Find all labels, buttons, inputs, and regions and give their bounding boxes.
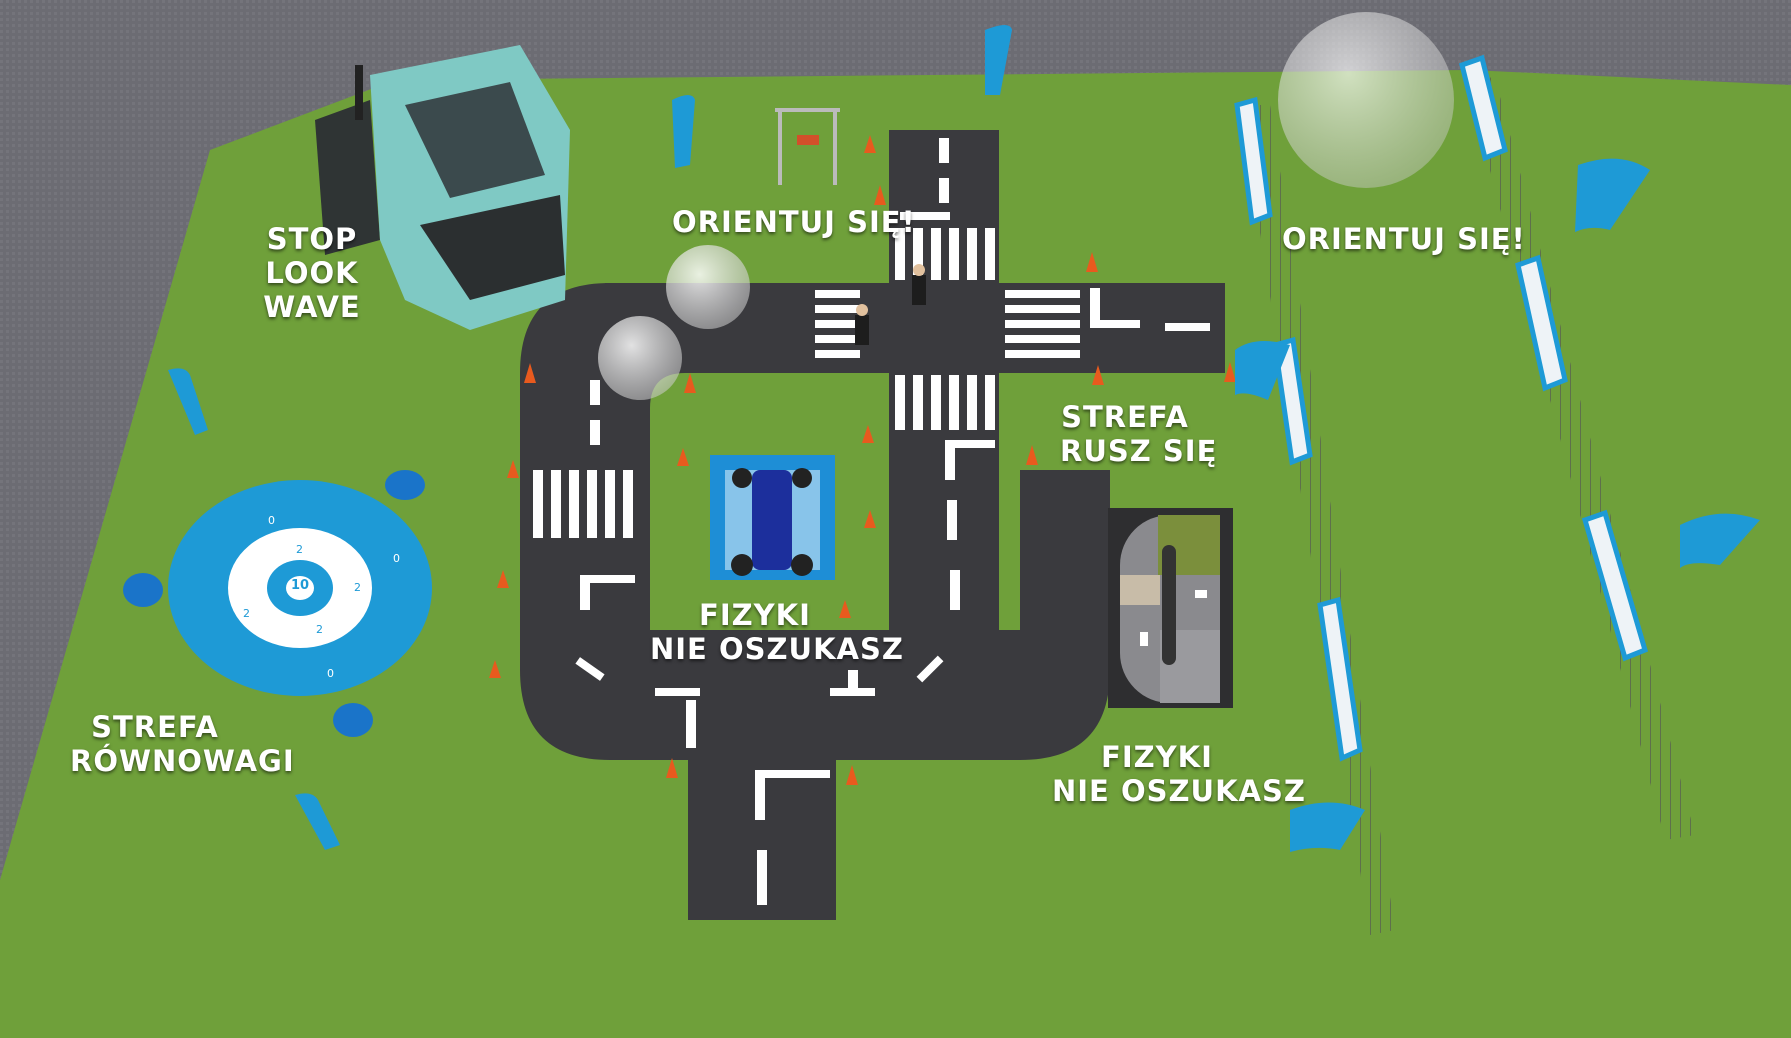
zone-label-line: FIZYKI — [1101, 740, 1213, 774]
balance-mat-number: 0 — [393, 552, 400, 565]
zone-label-line: NIE OSZUKASZ — [1052, 774, 1306, 808]
zone-label-orientuj-right: ORIENTUJ SIĘ! — [1282, 222, 1526, 256]
zone-label-line: STREFA — [1061, 400, 1189, 434]
truck — [315, 45, 570, 330]
zone-label-rusz-sie: STREFA RUSZ SIĘ — [1060, 400, 1218, 468]
balance-mat-number: 0 — [268, 514, 275, 527]
zone-label-line: RUSZ SIĘ — [1060, 434, 1218, 468]
zone-label-fizyki-right: FIZYKI NIE OSZUKASZ — [1052, 740, 1306, 808]
balance-mat-number: 0 — [327, 667, 334, 680]
traffic-light-gate — [775, 108, 840, 185]
balance-mat-number: 2 — [243, 607, 250, 620]
zone-label-line: ORIENTUJ SIĘ! — [672, 205, 916, 239]
zone-label-fizyki-center: FIZYKI NIE OSZUKASZ — [650, 598, 904, 666]
zone-label-orientuj-left: ORIENTUJ SIĘ! — [672, 205, 916, 239]
zone-label-line: WAVE — [263, 290, 361, 324]
zone-label-line: ORIENTUJ SIĘ! — [1282, 222, 1526, 256]
zone-label-rownowagi: STREFA RÓWNOWAGI — [70, 710, 295, 778]
pedestrians — [855, 264, 926, 345]
zone-label-line: FIZYKI — [699, 598, 811, 632]
banner-walls — [1234, 54, 1649, 762]
balance-mat-center-number: 10 — [290, 578, 310, 593]
traffic-cones — [489, 135, 1236, 785]
go-kart-display — [710, 455, 835, 580]
bubble-ball — [666, 245, 750, 329]
zone-label-line: STREFA — [91, 710, 219, 744]
balance-mat-number: 2 — [316, 623, 323, 636]
slot-car-track — [1108, 508, 1233, 708]
zone-label-line: RÓWNOWAGI — [70, 744, 295, 778]
balance-mat-number: 2 — [354, 581, 361, 594]
zone-label-line: NIE OSZUKASZ — [650, 632, 904, 666]
balance-mat — [123, 470, 432, 737]
bubble-ball — [598, 316, 682, 400]
zone-label-stop-look-wave: STOP LOOK WAVE — [262, 222, 362, 324]
zone-label-line: STOP — [266, 222, 358, 256]
balance-mat-number: 2 — [296, 543, 303, 556]
large-zorb-ball — [1278, 12, 1454, 188]
beach-flags — [168, 25, 1760, 852]
road-markings — [533, 138, 1210, 905]
zone-label-line: LOOK — [265, 256, 359, 290]
